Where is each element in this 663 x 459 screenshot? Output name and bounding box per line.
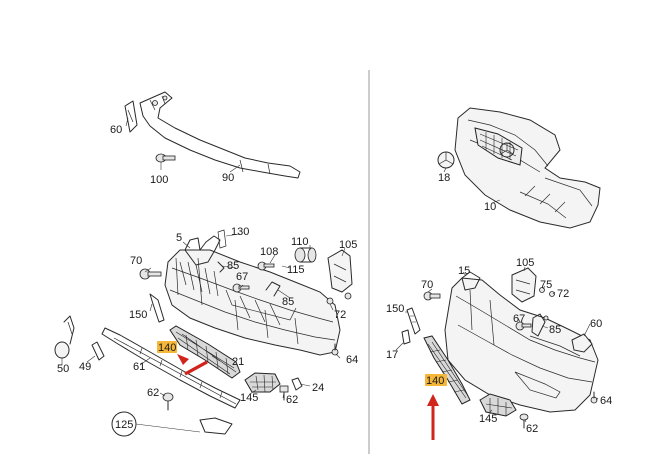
red-arrow-right xyxy=(427,394,439,440)
label-49: 49 xyxy=(79,361,91,373)
part-108-screw xyxy=(257,261,275,271)
label-67: 67 xyxy=(236,271,248,283)
label-130: 130 xyxy=(231,226,249,238)
label-64: 64 xyxy=(346,354,358,366)
part-bumper-cover-right xyxy=(444,277,599,413)
label-62-a: 62 xyxy=(286,394,298,406)
label-145: 145 xyxy=(479,413,497,425)
part-85-clip-right xyxy=(531,313,549,337)
red-arrow-left xyxy=(177,354,208,376)
part-85-clip-b xyxy=(265,281,281,297)
part-72-nut xyxy=(326,292,352,305)
label-10: 10 xyxy=(484,201,496,213)
label-110: 110 xyxy=(291,236,309,248)
part-10-bumper-upper xyxy=(454,107,601,229)
label-15: 15 xyxy=(458,265,470,277)
part-49-strip xyxy=(91,341,105,361)
label-85: 85 xyxy=(549,324,561,336)
label-50: 50 xyxy=(57,363,69,375)
part-60-cap-right xyxy=(571,333,593,353)
part-72-nut-right xyxy=(549,291,555,297)
part-64-screw-right xyxy=(590,391,598,404)
label-72: 72 xyxy=(557,288,569,300)
part-64-screw xyxy=(331,343,339,356)
label-5: 5 xyxy=(176,232,182,244)
label-70: 70 xyxy=(130,255,142,267)
part-140-lower-grille-right xyxy=(423,335,471,405)
part-5-130-bracket xyxy=(184,229,227,266)
label-70: 70 xyxy=(421,279,433,291)
part-62-screw-right xyxy=(519,413,529,429)
part-61-spoiler xyxy=(101,327,241,409)
label-67: 67 xyxy=(513,313,525,325)
part-125-hook xyxy=(111,411,233,437)
part-15-bracket xyxy=(461,271,481,291)
part-24-clip xyxy=(291,377,303,391)
label-105: 105 xyxy=(339,239,357,251)
right-leader-lines xyxy=(395,167,599,423)
part-70-screw xyxy=(139,268,162,280)
label-18: 18 xyxy=(438,172,450,184)
label-105: 105 xyxy=(516,257,534,269)
part-60-bracket xyxy=(124,100,138,133)
label-108: 108 xyxy=(260,246,278,258)
label-125: 125 xyxy=(115,419,133,431)
label-64: 64 xyxy=(600,395,612,407)
part-105-bracket-right xyxy=(511,267,537,303)
label-62-b: 62 xyxy=(147,387,159,399)
label-72: 72 xyxy=(334,309,346,321)
label-62: 62 xyxy=(526,423,538,435)
highlight-140-left xyxy=(157,341,177,353)
label-60: 60 xyxy=(590,318,602,330)
label-85-b: 85 xyxy=(282,296,294,308)
label-85-a: 85 xyxy=(227,260,239,272)
part-105-bracket xyxy=(327,249,353,293)
part-145-grille xyxy=(244,372,281,393)
part-145-grille-right xyxy=(479,393,517,417)
label-150: 150 xyxy=(129,309,147,321)
part-70-screw-right xyxy=(423,291,441,301)
part-67-screw xyxy=(232,283,250,293)
left-leader-lines xyxy=(61,117,346,399)
label-140: 140 xyxy=(426,375,444,387)
label-60: 60 xyxy=(110,124,122,136)
label-17: 17 xyxy=(386,349,398,361)
label-115: 115 xyxy=(287,264,305,276)
part-62-screw-b xyxy=(162,392,174,411)
part-50-cap xyxy=(54,315,75,359)
part-150-strip-right xyxy=(406,307,421,335)
label-100: 100 xyxy=(150,174,168,186)
label-61: 61 xyxy=(133,361,145,373)
label-140: 140 xyxy=(158,342,176,354)
part-90-reinforcement xyxy=(139,91,301,179)
right-panel: 18 10 70 15 105 75 72 150 67 85 60 17 14… xyxy=(386,107,612,440)
part-140-lower-grille xyxy=(169,325,241,379)
part-17-clip xyxy=(401,329,411,345)
highlight-140-right xyxy=(425,374,447,386)
label-90: 90 xyxy=(222,172,234,184)
part-150-strip xyxy=(149,293,165,323)
part-85-clip-a xyxy=(217,261,225,273)
part-18-emblem xyxy=(437,151,455,169)
label-21: 21 xyxy=(232,356,244,368)
left-panel: 60 100 90 5 130 110 105 70 108 85 115 67… xyxy=(54,91,358,437)
label-150: 150 xyxy=(386,303,404,315)
part-100-screw xyxy=(155,153,176,163)
label-75: 75 xyxy=(540,279,552,291)
label-24: 24 xyxy=(312,382,324,394)
part-110-cap xyxy=(294,247,317,263)
label-145: 145 xyxy=(240,392,258,404)
